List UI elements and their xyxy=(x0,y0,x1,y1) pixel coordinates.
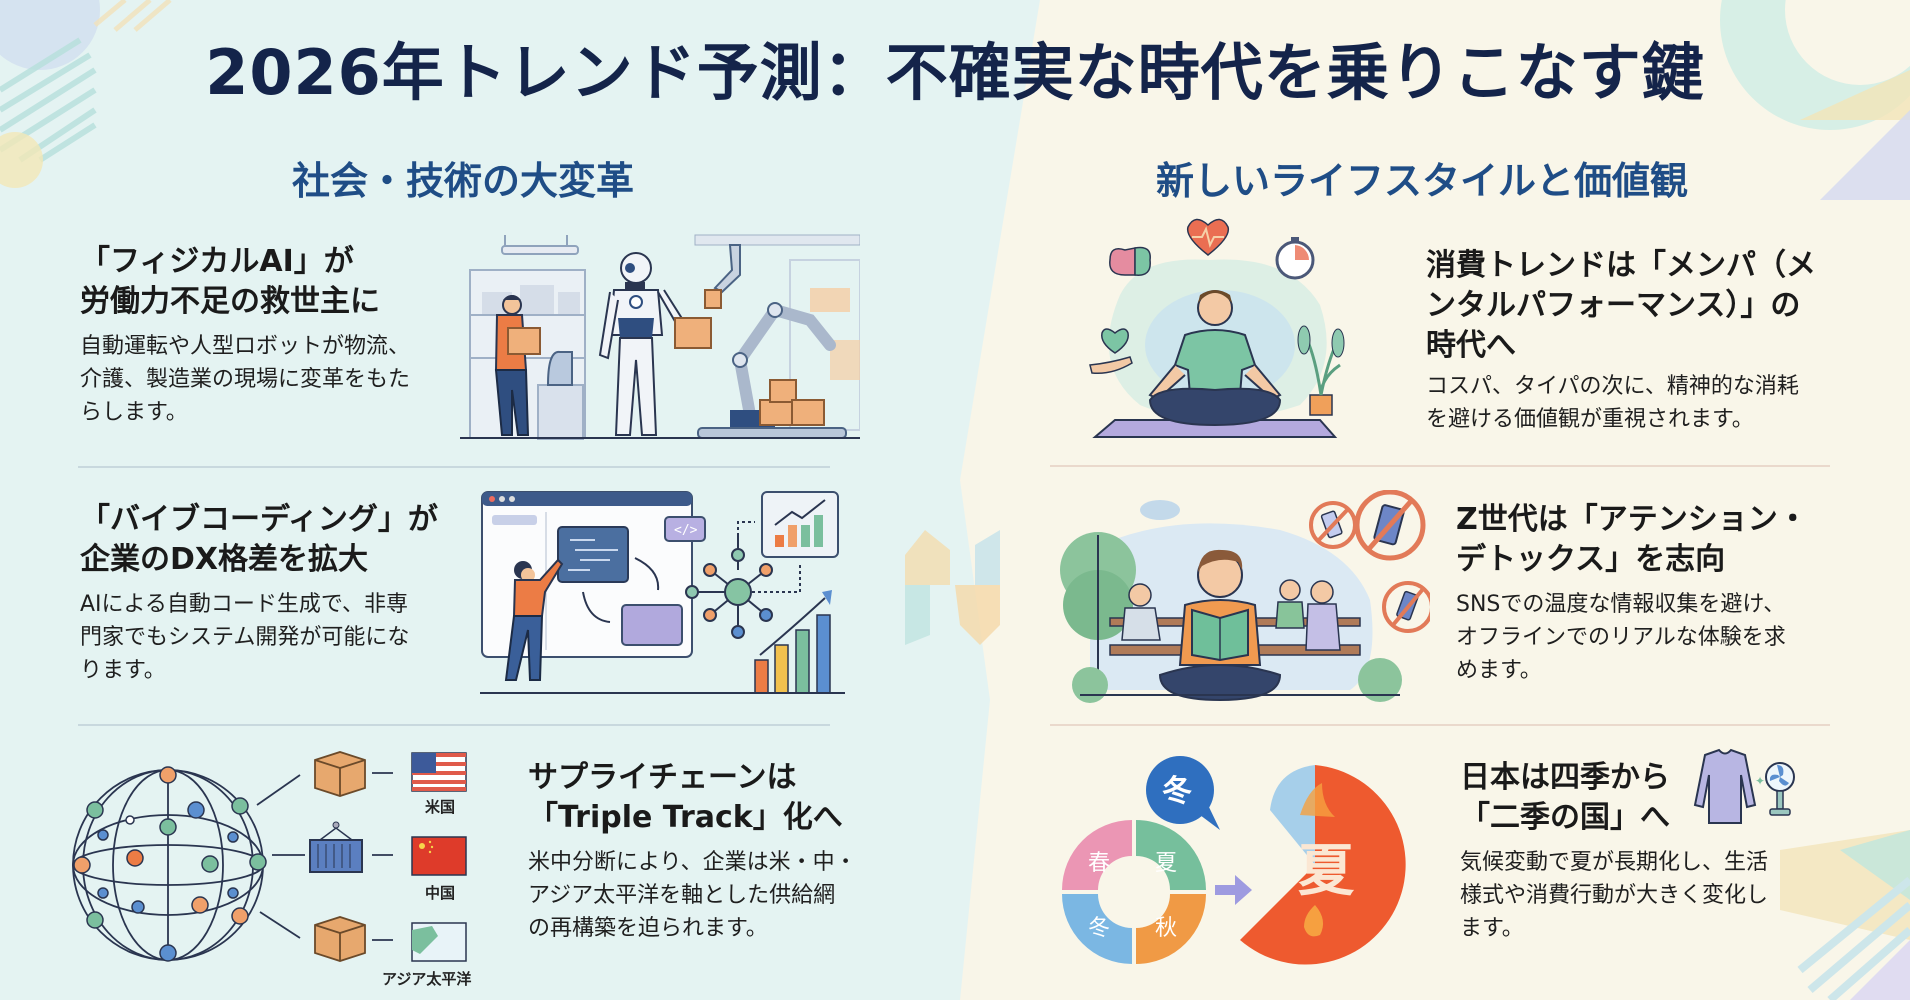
card-body: SNSでの温度な情報収集を避け、 オフラインでのリアルな体験を求 めます。 xyxy=(1456,592,1786,683)
season-summer: 夏 xyxy=(1155,851,1177,876)
warehouse-robot-illustration xyxy=(460,234,860,440)
card-body: コスパ、タイパの次に、精神的な消耗 を避ける価値観が重視されます。 xyxy=(1426,374,1799,432)
svg-text:アジア太平洋: アジア太平洋 xyxy=(382,970,471,988)
arrow-right-icon xyxy=(1215,875,1252,905)
card-title: 消費トレンドは「メンパ（メ ンタルパフォーマンス）」の 時代へ xyxy=(1426,248,1816,363)
global-network-illustration: 米国 中国 アジア太平洋 xyxy=(72,751,471,988)
svg-text:中国: 中国 xyxy=(425,884,455,902)
fan-icon xyxy=(1765,762,1795,816)
winter-bubble-label: 冬 xyxy=(1162,774,1192,809)
coding-dashboard-illustration: </> xyxy=(480,491,845,694)
page-title: 2026年トレンド予測：不確実な時代を乗りこなす鍵 xyxy=(205,36,1705,109)
divider xyxy=(1050,465,1830,467)
card-title: 「バイブコーディング」が 企業のDX格差を拡大 xyxy=(80,502,438,577)
season-spring: 春 xyxy=(1088,851,1110,876)
divider xyxy=(78,466,830,468)
card-body: AIによる自動コード生成で、非専 門家でもシステム開発が可能にな ります。 xyxy=(80,592,410,683)
svg-text:✦: ✦ xyxy=(1755,774,1765,788)
park-reading-illustration xyxy=(1060,490,1430,703)
season-autumn: 秋 xyxy=(1155,916,1177,941)
meditation-illustration xyxy=(1089,218,1345,438)
svg-text:</>: </> xyxy=(674,523,698,538)
sweater-icon xyxy=(1693,748,1757,824)
svg-text:米国: 米国 xyxy=(425,798,455,816)
usa-flag-icon xyxy=(411,752,467,792)
season-winter: 冬 xyxy=(1088,916,1110,941)
card-title: 日本は四季から 「二季の国」へ xyxy=(1460,760,1670,835)
card-body: 気候変動で夏が長期化し、生活 様式や消費行動が大きく変化し ます。 xyxy=(1460,850,1769,941)
seasons-chart-illustration: 春 夏 冬 秋 冬 夏 xyxy=(1062,756,1406,965)
card-body: 自動運転や人型ロボットが物流、 介護、製造業の現場に変革をもた らします。 xyxy=(80,334,411,425)
china-flag-icon xyxy=(411,836,467,876)
sweater-and-fan-icons: ✦ xyxy=(1693,748,1795,824)
section-heading-lifestyle: 新しいライフスタイルと価値観 xyxy=(1156,159,1689,203)
divider xyxy=(1050,724,1830,726)
asia-pacific-map-icon xyxy=(411,922,467,962)
card-title: 「フィジカルAI」が 労働力不足の救世主に xyxy=(80,244,380,319)
summer-big-label: 夏 xyxy=(1298,839,1355,904)
card-title: Z世代は「アテンション・ デトックス」を志向 xyxy=(1456,502,1808,577)
card-title: サプライチェーンは 「Triple Track」化へ xyxy=(528,760,843,835)
divider xyxy=(78,724,830,726)
right-background xyxy=(980,0,1910,1000)
section-heading-society-tech: 社会・技術の大変革 xyxy=(292,159,635,203)
card-body: 米中分断により、企業は米・中・ アジア太平洋を軸とした供給網 の再構築を迫られま… xyxy=(528,850,857,941)
